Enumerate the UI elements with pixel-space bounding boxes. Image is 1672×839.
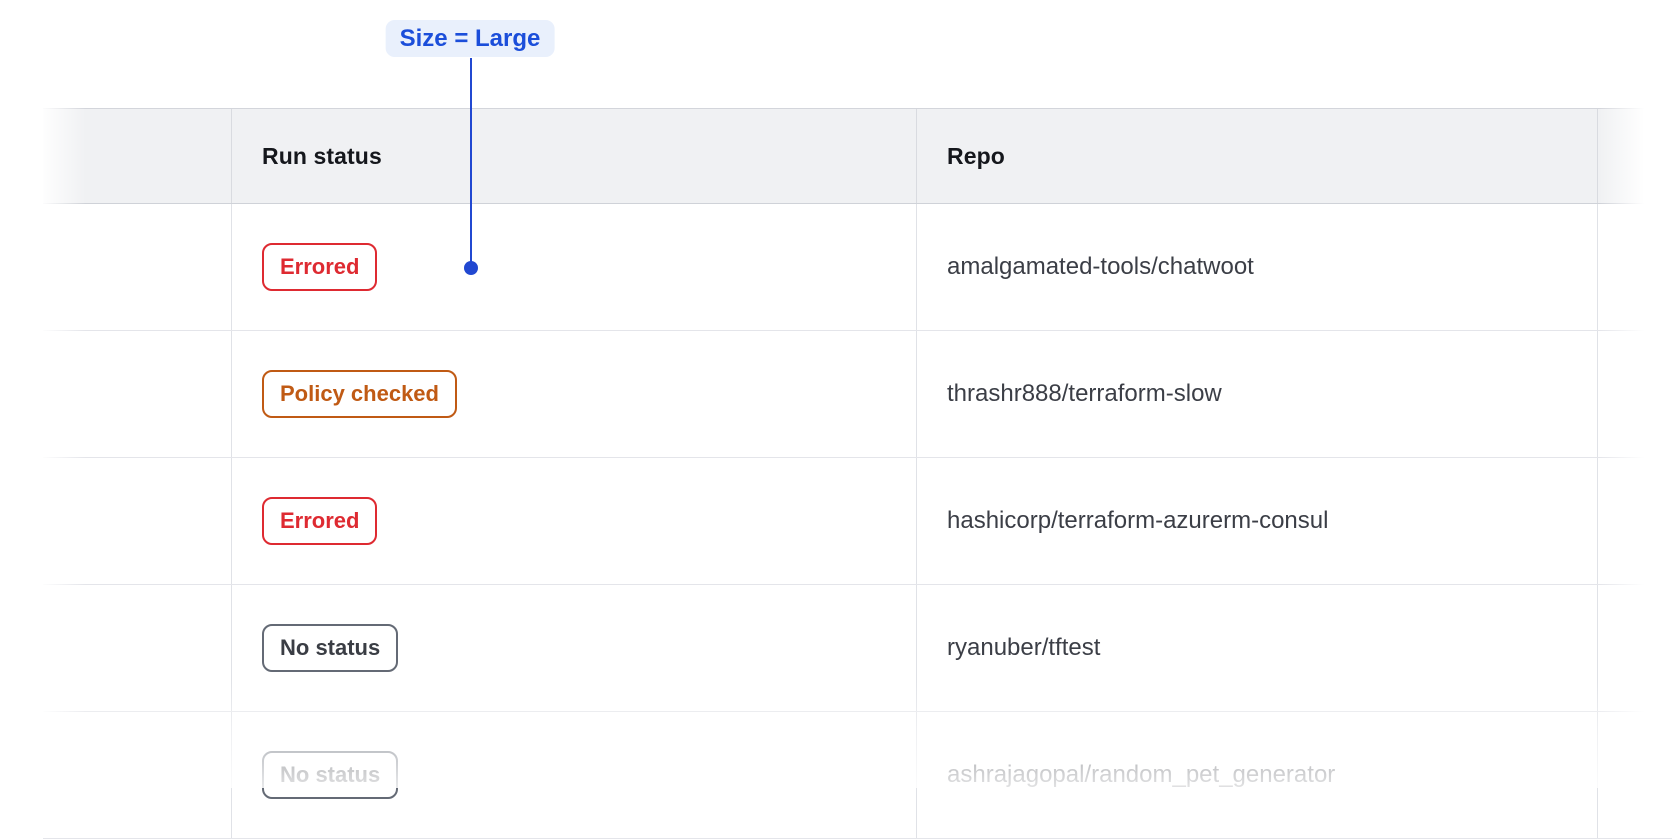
repo-cell: ashrajagopal/random_pet_generator — [917, 712, 1598, 838]
row-cell-empty — [43, 585, 232, 711]
status-badge: No status — [262, 624, 399, 672]
status-badge: No status — [262, 751, 399, 799]
row-cell-trailing — [1598, 204, 1672, 330]
table-row[interactable]: Policy checked thrashr888/terraform-slow — [43, 331, 1672, 458]
table-row[interactable]: No status ashrajagopal/random_pet_genera… — [43, 712, 1672, 839]
table-header-row: Run status Repo — [43, 109, 1672, 204]
repo-name: thrashr888/terraform-slow — [947, 380, 1222, 407]
row-cell-empty — [43, 458, 232, 584]
header-cell-repo: Repo — [917, 109, 1598, 203]
header-label-repo: Repo — [947, 142, 1005, 169]
repo-cell: ryanuber/tftest — [917, 585, 1598, 711]
table-row[interactable]: Errored hashicorp/terraform-azurerm-cons… — [43, 458, 1672, 585]
row-cell-empty — [43, 712, 232, 838]
size-annotation-label: Size = Large — [385, 20, 555, 57]
row-cell-empty — [43, 331, 232, 457]
run-status-cell: No status — [232, 585, 917, 711]
status-badge: Errored — [262, 243, 378, 291]
annotation-pointer-line — [470, 58, 472, 262]
repo-name: amalgamated-tools/chatwoot — [947, 253, 1254, 280]
repo-name: ashrajagopal/random_pet_generator — [947, 761, 1336, 788]
row-cell-trailing — [1598, 585, 1672, 711]
row-cell-trailing — [1598, 458, 1672, 584]
table-row[interactable]: No status ryanuber/tftest — [43, 585, 1672, 712]
run-status-cell: Policy checked — [232, 331, 917, 457]
status-badge: Errored — [262, 497, 378, 545]
table-row[interactable]: Errored amalgamated-tools/chatwoot — [43, 204, 1672, 331]
repo-cell: thrashr888/terraform-slow — [917, 331, 1598, 457]
run-status-cell: Errored — [232, 204, 917, 330]
header-cell-run-status: Run status — [232, 109, 917, 203]
header-cell-empty — [43, 109, 232, 203]
header-cell-trailing — [1598, 109, 1672, 203]
repo-name: hashicorp/terraform-azurerm-consul — [947, 507, 1329, 534]
row-cell-empty — [43, 204, 232, 330]
annotation-pointer-dot — [464, 261, 478, 275]
repo-cell: amalgamated-tools/chatwoot — [917, 204, 1598, 330]
run-status-cell: Errored — [232, 458, 917, 584]
repo-cell: hashicorp/terraform-azurerm-consul — [917, 458, 1598, 584]
run-status-cell: No status — [232, 712, 917, 838]
row-cell-trailing — [1598, 331, 1672, 457]
row-cell-trailing — [1598, 712, 1672, 838]
repo-name: ryanuber/tftest — [947, 634, 1101, 661]
workspaces-table: Run status Repo Errored amalgamated-tool… — [43, 108, 1672, 839]
status-badge: Policy checked — [262, 370, 457, 418]
header-label-run-status: Run status — [262, 142, 382, 169]
